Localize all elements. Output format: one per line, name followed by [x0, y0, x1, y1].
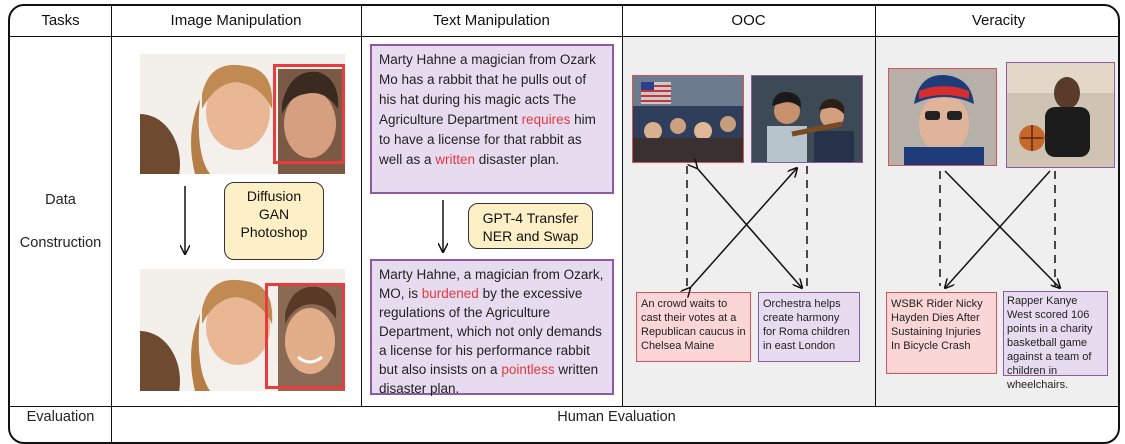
original-photo — [140, 54, 345, 174]
veracity-cross-arrow-1 — [945, 170, 1051, 288]
col-divider-2 — [361, 6, 362, 406]
original-text-part-3: disaster plan. — [475, 152, 560, 167]
header-image-manipulation: Image Manipulation — [170, 12, 302, 29]
col-divider-3 — [622, 6, 623, 406]
veracity-photo-rider — [888, 68, 997, 166]
ooc-cross-arrow-2 — [697, 168, 802, 288]
row-label-data: Data — [45, 192, 76, 208]
transfer-line-2: NER and Swap — [482, 228, 579, 244]
caucus-photo-image — [633, 76, 743, 162]
manipulated-highlight-box — [265, 283, 345, 389]
method-diffusion: Diffusion — [246, 188, 302, 204]
original-highlight-requires: requires — [521, 112, 571, 127]
arrows-layer — [10, 6, 1120, 426]
manipulated-text-part-3: written disaster plan. — [379, 362, 599, 396]
original-text-box: Marty Hahne a magician from Ozark Mo has… — [370, 44, 614, 194]
ooc-photo-orchestra — [751, 75, 863, 163]
kanye-photo-image — [1007, 63, 1114, 167]
header-divider — [10, 36, 1118, 37]
veracity-photo-kanye — [1006, 62, 1115, 168]
manipulated-highlight-burdened: burdened — [421, 286, 479, 301]
original-highlight-written: written — [435, 152, 476, 167]
transfer-method-box: GPT-4 Transfer NER and Swap — [468, 203, 593, 249]
manipulated-photo-image — [140, 269, 345, 391]
orchestra-photo-image — [752, 76, 862, 162]
row-label-evaluation: Evaluation — [26, 409, 95, 425]
image-methods-box: Diffusion GAN Photoshop — [224, 182, 324, 260]
rider-photo-image — [889, 69, 996, 165]
header-text-manipulation: Text Manipulation — [433, 12, 550, 29]
header-tasks: Tasks — [41, 12, 80, 29]
manipulated-text-box: Marty Hahne, a magician from Ozark, MO, … — [370, 259, 614, 396]
col-divider-1 — [111, 6, 112, 442]
ooc-caption-caucus: An crowd waits to cast their votes at a … — [636, 292, 751, 362]
manipulated-text-part-1: Marty Hahne, a magician from Ozark, MO, … — [379, 267, 604, 301]
veracity-caption-kanye: Rapper Kanye West scored 106 points in a… — [1003, 291, 1108, 391]
transfer-line-1: GPT-4 Transfer — [482, 210, 579, 226]
ooc-caption-orchestra: Orchestra helps create harmony for Roma … — [758, 292, 860, 362]
header-veracity: Veracity — [971, 12, 1026, 29]
manipulated-text-part-2: by the excessive regulations of the Agri… — [379, 286, 602, 377]
original-text-part-2: him to have a license for that rabbit as… — [379, 112, 596, 167]
diagram-frame: Tasks Image Manipulation Text Manipulati… — [8, 4, 1120, 444]
method-gan: GAN — [258, 206, 290, 222]
veracity-caption-rider: WSBK Rider Nicky Hayden Dies After Susta… — [886, 292, 997, 374]
manipulated-photo — [140, 269, 345, 391]
original-photo-image — [140, 54, 345, 174]
evaluation-divider — [10, 406, 1118, 407]
col-divider-4 — [875, 6, 876, 406]
header-ooc: OOC — [731, 12, 766, 29]
manipulation-highlight-box — [273, 64, 345, 164]
original-text-part-1: Marty Hahne a magician from Ozark Mo has… — [379, 52, 596, 127]
method-photoshop: Photoshop — [240, 224, 308, 240]
ooc-photo-caucus — [632, 75, 744, 163]
row-label-construction: Construction — [19, 235, 102, 251]
veracity-cross-arrow-2 — [944, 170, 1060, 288]
ooc-cross-arrow-1 — [690, 168, 797, 288]
manipulated-highlight-pointless: pointless — [501, 362, 555, 377]
human-evaluation-label: Human Evaluation — [557, 409, 676, 425]
